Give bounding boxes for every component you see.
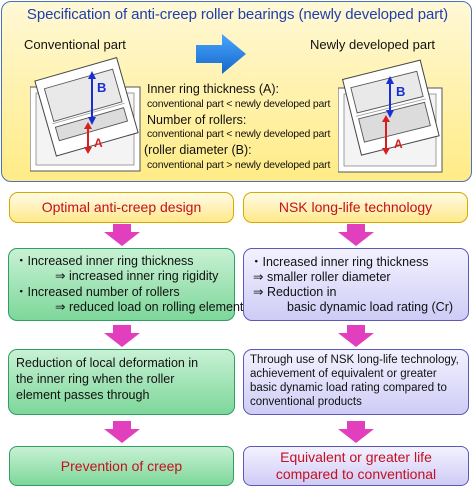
smaller-roller-diameter-text: ⇒ smaller roller diameter [253, 270, 391, 284]
arrow-up-icon [382, 115, 390, 122]
arrow-up-icon [386, 76, 394, 84]
reduction-in-text: ⇒ Reduction in [253, 285, 337, 299]
long-life-measures-box [243, 248, 469, 321]
achievement-line4: conventional products [250, 396, 362, 408]
down-arrow-icon [104, 325, 140, 347]
deformation-reduction-box [8, 349, 235, 415]
deformation-reduction-line1: Reduction of local deformation in [16, 356, 199, 370]
label-a: A [394, 137, 403, 151]
inner-ring-thickness-label: Inner ring thickness (A): [147, 82, 279, 96]
basic-dynamic-load-rating-text: basic dynamic load rating (Cr) [287, 300, 454, 314]
reduced-load-text: ⇒ reduced load on rolling element [55, 300, 244, 314]
achievement-line1: Through use of NSK long-life technology, [250, 354, 459, 366]
increased-inner-ring-thickness-text: ・Increased inner ring thickness [15, 254, 194, 268]
label-a: A [94, 136, 103, 150]
down-arrow-icon [338, 325, 374, 347]
arrow-up-icon [84, 122, 92, 129]
arrow-down-icon [386, 110, 394, 118]
number-of-rollers-label: Number of rollers: [147, 113, 247, 127]
roller-diameter-label: (roller diameter (B): [144, 143, 252, 157]
big-right-arrow-icon [196, 34, 246, 74]
conventional-roller-assembly [34, 57, 139, 157]
prevention-of-creep-text: Prevention of creep [60, 458, 183, 474]
separator-line [52, 102, 125, 125]
arrow-down-icon [88, 117, 96, 125]
load-rating-achievement-box [243, 349, 469, 415]
label-b: B [396, 84, 405, 99]
achievement-line3: basic dynamic load rating compared to [250, 382, 447, 394]
achievement-line2: achievement of equivalent or greater [250, 368, 437, 380]
label-b: B [97, 80, 106, 95]
down-arrow-icon [338, 421, 374, 443]
down-arrow-icon [338, 224, 374, 246]
arrow-down-icon [382, 148, 390, 155]
conventional-bearing-diagram: B A [30, 57, 141, 172]
prevention-of-creep-box [9, 446, 234, 486]
increased-number-of-rollers-text: ・Increased number of rollers [15, 285, 180, 299]
conventional-part-label: Conventional part [24, 37, 126, 52]
increased-inner-ring-thickness-text: ・Increased inner ring thickness [250, 255, 429, 269]
arrow-up-icon [88, 71, 96, 79]
new-bearing-diagram: B A [338, 59, 443, 173]
nsk-long-life-technology-header: NSK long-life technology [243, 192, 468, 223]
optimal-anti-creep-design-header: Optimal anti-creep design [9, 192, 234, 223]
arrow-down-icon [84, 147, 92, 154]
down-arrow-icon [104, 224, 140, 246]
inner-ring-comparison: conventional part < newly developed part [147, 98, 331, 110]
equivalent-life-line2: compared to conventional [275, 466, 437, 482]
increased-rigidity-text: ⇒ increased inner ring rigidity [55, 269, 219, 283]
equivalent-life-box [243, 446, 469, 486]
deformation-reduction-line2: the inner ring when the roller [16, 372, 175, 386]
specification-title: Specification of anti-creep roller beari… [26, 6, 449, 23]
anti-creep-measures-box [8, 248, 235, 321]
rollers-comparison: conventional part < newly developed part [147, 128, 331, 140]
newly-developed-part-label: Newly developed part [310, 37, 436, 52]
diameter-comparison: conventional part > newly developed part [147, 159, 331, 171]
roller-element [43, 68, 123, 122]
new-roller-assembly [341, 59, 440, 156]
down-arrow-icon [104, 421, 140, 443]
deformation-reduction-line3: element passes through [16, 388, 150, 402]
equivalent-life-line1: Equivalent or greater life [280, 449, 432, 465]
